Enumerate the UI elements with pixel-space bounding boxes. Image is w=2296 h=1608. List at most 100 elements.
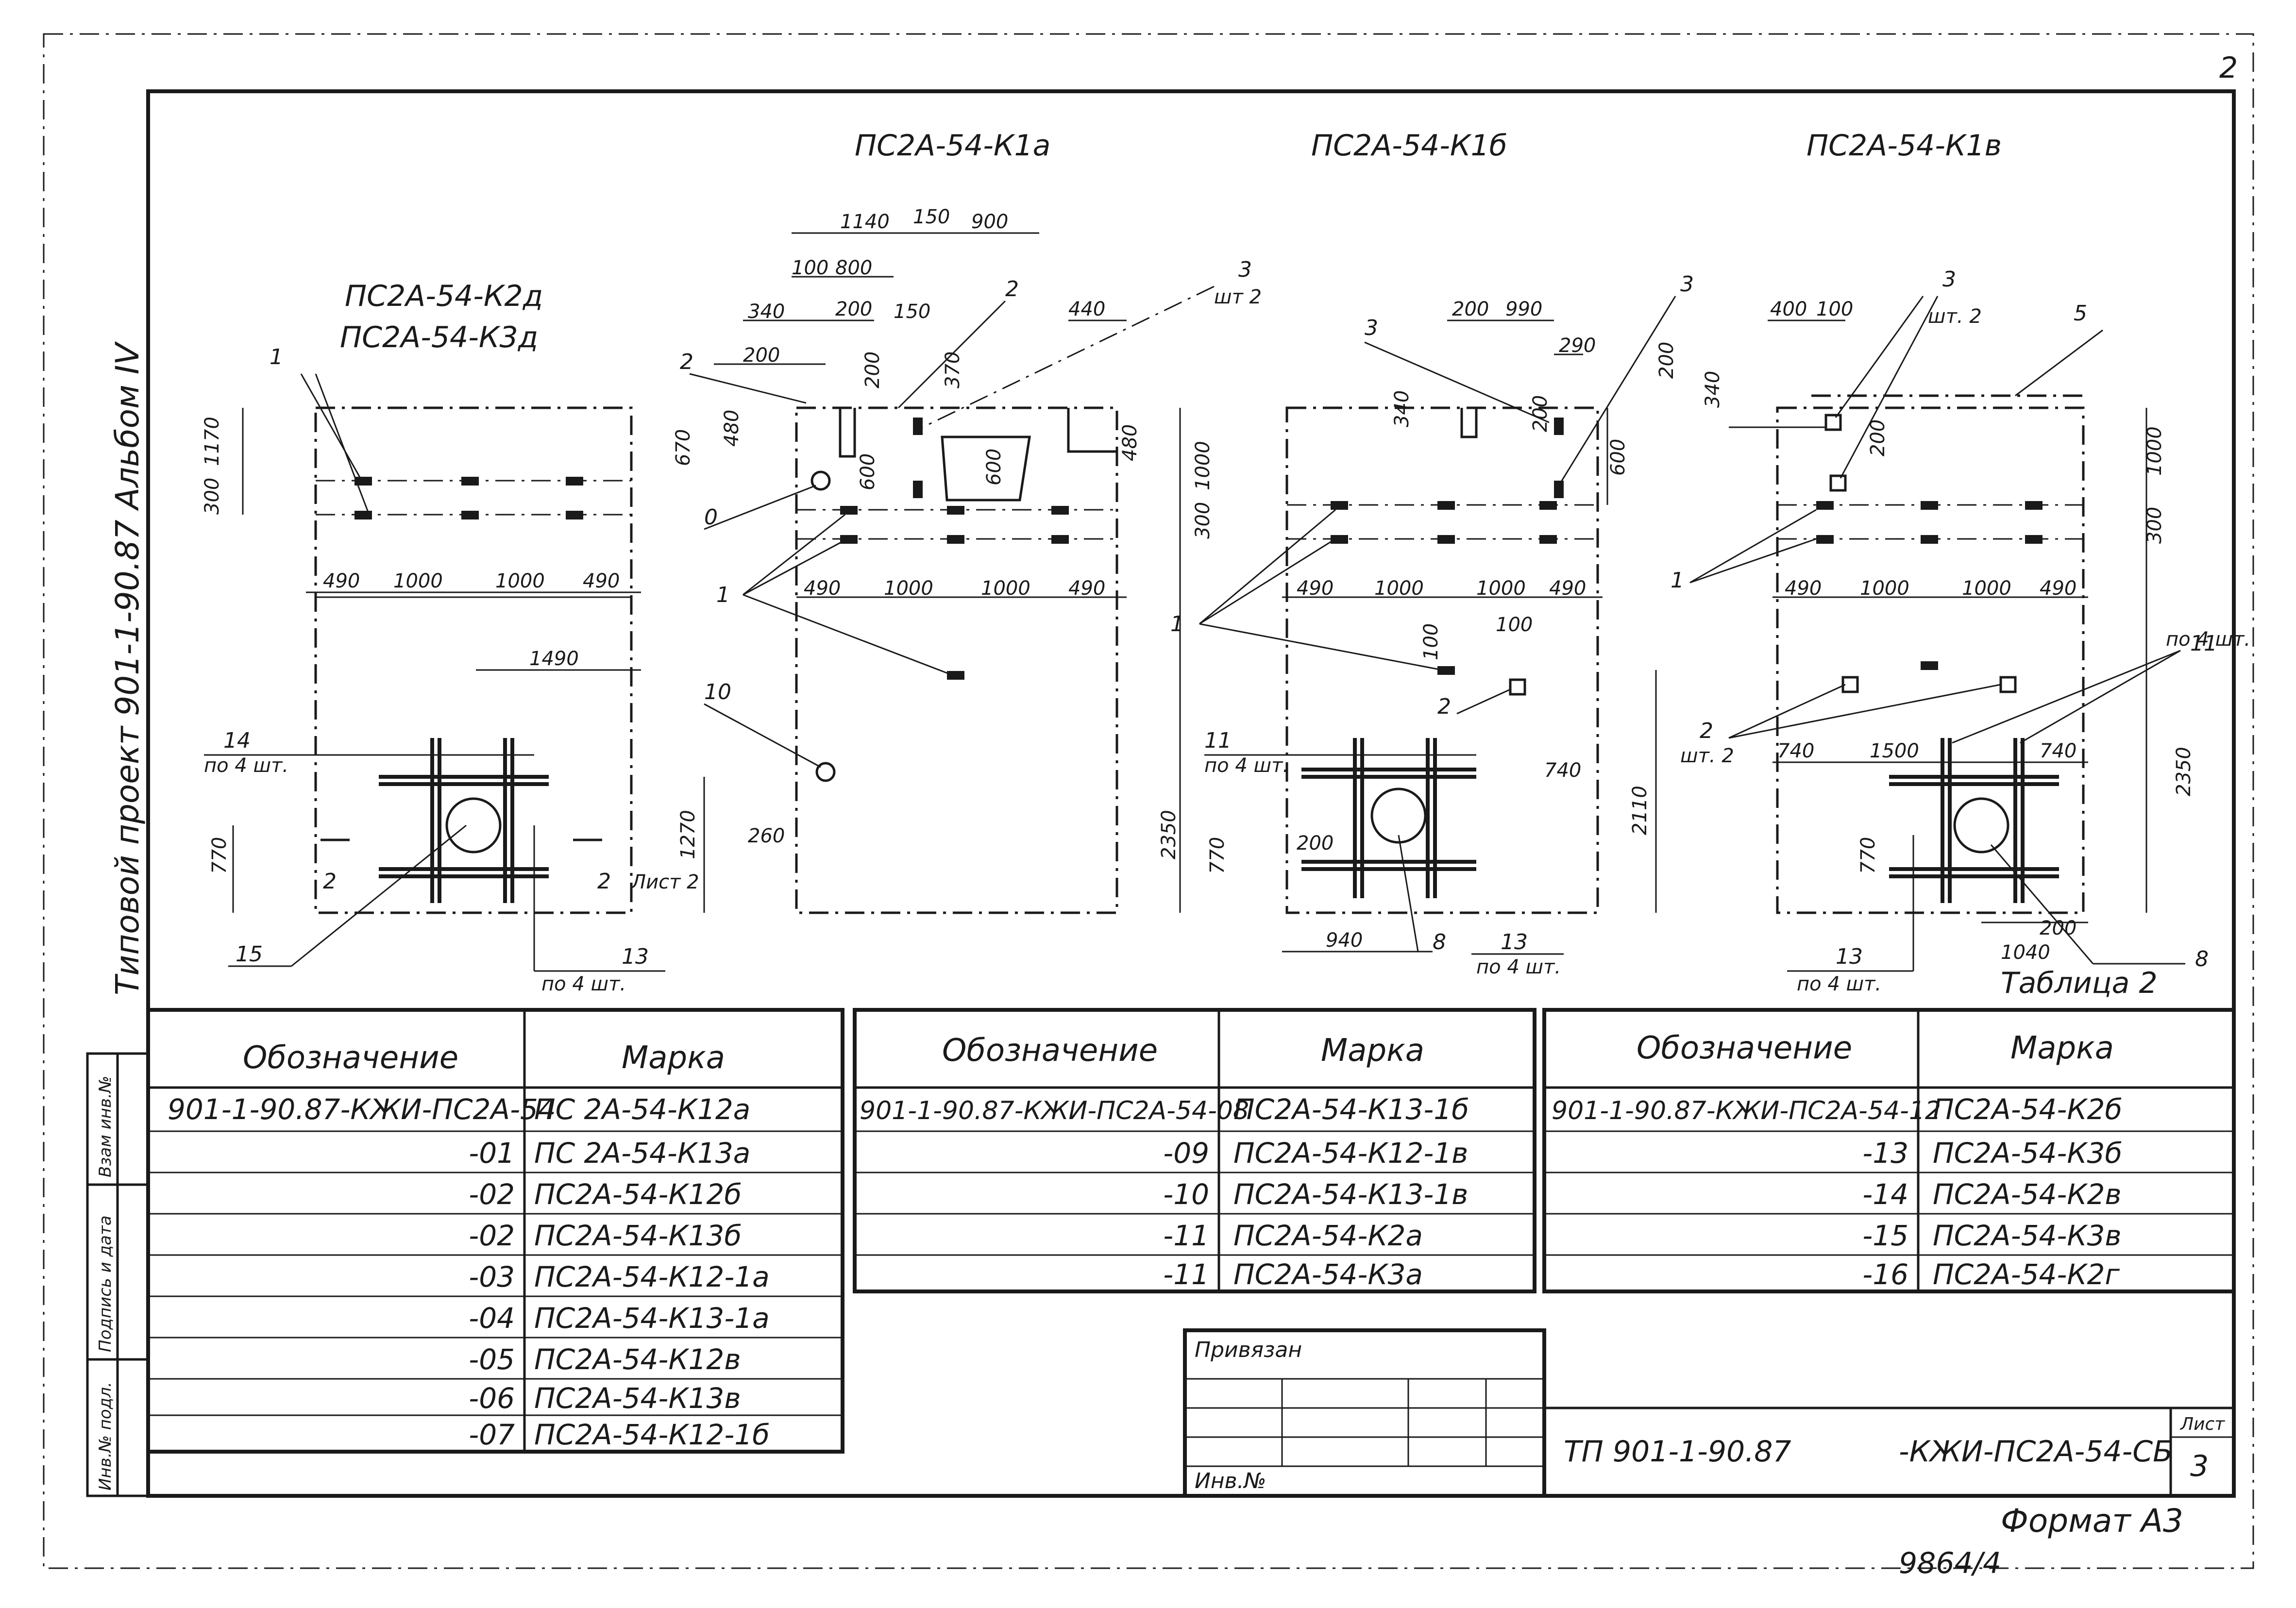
panel-d: ПС2А-54-К1в 400 100 340 200 1000 300 490… xyxy=(1671,129,2250,995)
panel-d-dim-15: 200 xyxy=(2040,917,2077,939)
panel-c-callout-1: 1 xyxy=(1170,612,1184,636)
panel-b-dim-11: 670 xyxy=(672,429,694,466)
t3-header-mark: Марка xyxy=(2010,1030,2114,1066)
t3-r2-mark: ПС2А-54-К2в xyxy=(1933,1178,2122,1211)
panel-b-dim-18: 1000 xyxy=(1192,441,1214,490)
panel-a-callout-15: 15 xyxy=(236,942,263,967)
panel-b-callout-10: 10 xyxy=(704,680,731,704)
t1-r3-mark: ПС2А-54-К13б xyxy=(534,1219,742,1252)
panel-c-callout-13: 13 xyxy=(1501,930,1528,955)
panel-b-dim-0: 1140 xyxy=(840,211,890,233)
panel-b-title: ПС2А-54-К1а xyxy=(855,129,1050,163)
panel-a-dim-1: 300 xyxy=(201,478,223,515)
t1-r1-code: -01 xyxy=(469,1137,515,1170)
panel-d-title: ПС2А-54-К1в xyxy=(1806,129,2002,163)
panel-c-slots xyxy=(1331,418,1564,696)
t1-r8-code: -07 xyxy=(469,1418,515,1451)
panel-b-slots xyxy=(840,418,1069,680)
panel-b-dim-22: 1000 xyxy=(981,577,1030,600)
t1-r8-mark: ПС2А-54-К12-1б xyxy=(534,1418,770,1451)
panel-d-callout-11: 11 xyxy=(2190,631,2217,656)
panel-c: ПС2А-54-К1б 200 990 290 200 340 200 600 … xyxy=(1170,129,1694,978)
panel-d-dim-9: 490 xyxy=(2040,577,2077,600)
panel-b-dim-15: 600 xyxy=(857,453,879,490)
panel-c-dim-12: 1000 xyxy=(1374,577,1424,600)
panel-a-dim-6: 1490 xyxy=(529,648,579,670)
panel-b-dim-23: 490 xyxy=(1068,577,1105,600)
panel-d-dim-8: 1000 xyxy=(1962,577,2011,600)
panel-d-dim-5: 300 xyxy=(2144,507,2166,544)
panel-c-dim-15: 770 xyxy=(1206,837,1229,874)
stamp-replace-label: Взам инв.№ xyxy=(96,1076,115,1177)
panel-d-slots xyxy=(1816,414,2043,693)
panel-c-outline xyxy=(1285,406,1599,914)
panel-c-callout-13-qty: по 4 шт. xyxy=(1476,956,1561,978)
t3-r1-mark: ПС2А-54-К3б xyxy=(1933,1137,2122,1170)
t2-r1-code: -09 xyxy=(1163,1137,1209,1170)
panel-b-dim-20: 490 xyxy=(804,577,841,600)
t1-r7-code: -06 xyxy=(469,1382,515,1415)
panel-d-outline xyxy=(1776,406,2085,914)
panel-c-dim-5: 200 xyxy=(1655,342,1678,379)
panel-b-dim-19: 300 xyxy=(1192,502,1214,539)
panel-b-dim-25: 260 xyxy=(748,825,785,847)
t1-r6-code: -05 xyxy=(469,1343,515,1376)
panel-d-callout-3: 3 xyxy=(1942,267,1956,292)
panel-d-dim-6: 490 xyxy=(1785,577,1822,600)
t3-r4-code: -16 xyxy=(1862,1258,1908,1291)
table-3: Обозначение Марка 901-1-90.87-КЖИ-ПС2А-5… xyxy=(1542,1008,2236,1293)
panel-b-dim-26: 2350 xyxy=(1158,810,1180,859)
archive-number: 9864/4 xyxy=(1899,1546,2001,1580)
panel-a-dim-7: 770 xyxy=(208,837,231,874)
t2-header-designation: Обозначение xyxy=(942,1033,1158,1069)
t1-r3-code: -02 xyxy=(469,1219,515,1252)
panel-c-dim-17: 940 xyxy=(1326,929,1363,952)
panel-c-dim-4: 340 xyxy=(1391,390,1413,427)
panel-d-opening xyxy=(1953,797,2009,854)
panel-d-dim-16: 1040 xyxy=(2001,941,2050,964)
panel-a-callout-13: 13 xyxy=(622,944,649,969)
t3-r3-code: -15 xyxy=(1862,1219,1908,1252)
panel-d-callout-2-qty: шт. 2 xyxy=(1680,745,1734,767)
panel-c-title: ПС2А-54-К1б xyxy=(1311,129,1507,163)
panel-d-callout-5: 5 xyxy=(2074,301,2087,326)
panel-c-dim-9: 740 xyxy=(1544,759,1581,782)
t1-r2-code: -02 xyxy=(469,1178,515,1211)
title-inv-no: Инв.№ xyxy=(1195,1469,1266,1493)
panel-b-dim-9: 440 xyxy=(1068,298,1105,320)
panel-c-callout-3b: 3 xyxy=(1680,272,1694,297)
panel-c-dim-6: 600 xyxy=(1607,439,1629,476)
format-label: Формат А3 xyxy=(2001,1502,2183,1540)
title-sheet-label: Лист xyxy=(2179,1414,2225,1434)
panel-d-dim-12: 740 xyxy=(2040,740,2077,762)
panel-d-dim-3: 200 xyxy=(1867,419,1889,456)
corner-mark: 2 xyxy=(2219,51,2238,85)
panel-a-section-right: 2 xyxy=(597,869,611,894)
outer-frame xyxy=(43,33,2254,1569)
panel-a: ПС2А-54-К2д ПС2А-54-К3д 1170 300 490 100… xyxy=(201,279,699,995)
panel-b-dim-7: 150 xyxy=(894,301,930,323)
t3-r2-code: -14 xyxy=(1862,1178,1908,1211)
panel-c-dim-10: 2110 xyxy=(1629,786,1651,835)
panel-a-title-2: ПС2А-54-К3д xyxy=(340,320,538,354)
t1-r7-mark: ПС2А-54-К13в xyxy=(534,1382,741,1415)
panel-c-dim-0: 200 xyxy=(1452,298,1489,320)
panel-c-opening xyxy=(1370,787,1427,844)
t1-r0-mark: ПС 2А-54-К12а xyxy=(534,1093,750,1126)
panel-a-title-1: ПС2А-54-К2д xyxy=(345,279,543,313)
t3-r0-code: 901-1-90.87-КЖИ-ПС2А-54-12 xyxy=(1552,1096,1941,1125)
table-2: Обозначение Марка 901-1-90.87-КЖИ-ПС2А-5… xyxy=(853,1008,1536,1293)
title-block: Привязан Инв.№ ТП 901-1-90.87 -КЖИ-ПС2А-… xyxy=(1183,1328,2234,1498)
panel-a-section-sheet: Лист 2 xyxy=(630,871,699,893)
t1-r1-mark: ПС 2А-54-К13а xyxy=(534,1137,750,1170)
table-1: Обозначение Марка 901-1-90.87-КЖИ-ПС2А-5… xyxy=(146,1008,844,1454)
panel-c-callout-3a: 3 xyxy=(1365,316,1378,340)
panel-a-outline xyxy=(314,406,633,914)
panel-a-dim-0: 1170 xyxy=(201,417,223,466)
panel-c-dim-2: 290 xyxy=(1559,335,1596,357)
panel-d-dim-11: 1500 xyxy=(1870,740,1919,762)
t2-r3-mark: ПС2А-54-К2а xyxy=(1233,1219,1423,1252)
t1-r2-mark: ПС2А-54-К12б xyxy=(534,1178,742,1211)
